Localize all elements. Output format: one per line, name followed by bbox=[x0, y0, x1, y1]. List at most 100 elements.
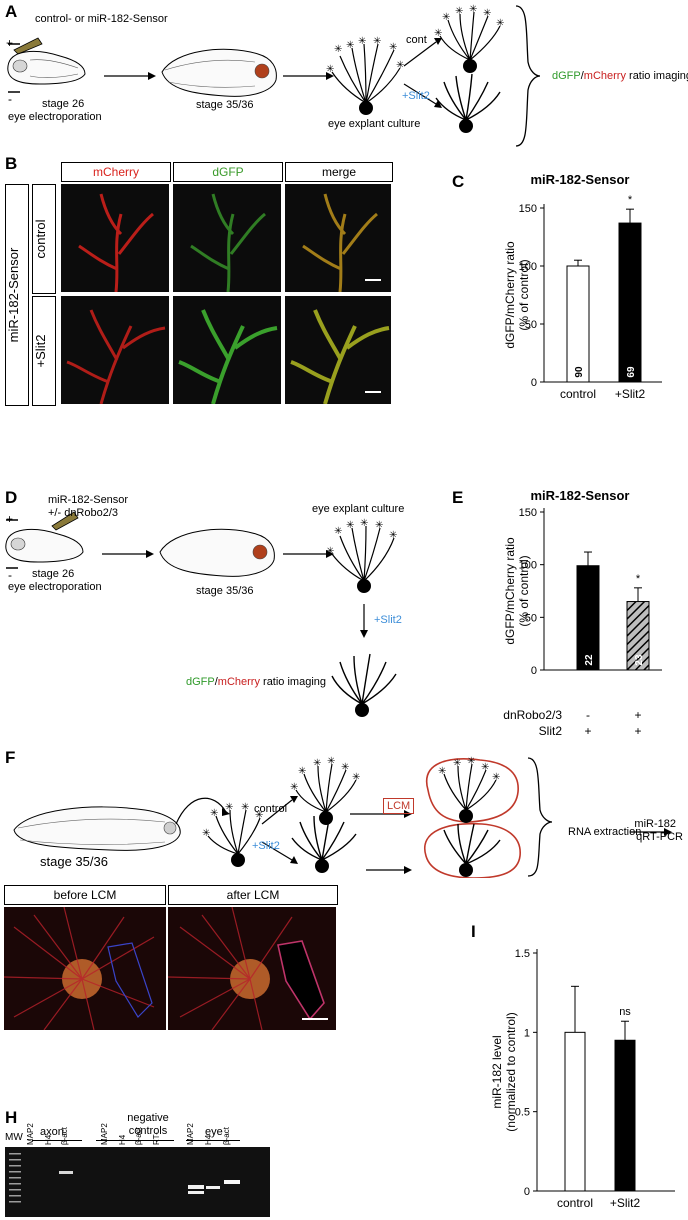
f-rna-label: RNA extraction bbox=[568, 826, 642, 838]
svg-text:✳: ✳ bbox=[483, 8, 491, 19]
ratio-imaging-label: dGFP/mCherry ratio imaging bbox=[552, 70, 688, 82]
panel-label-f: F bbox=[5, 748, 16, 767]
explant-label: eye explant culture bbox=[328, 118, 421, 130]
micrograph-mcherry-control bbox=[61, 184, 169, 292]
panel-label-e: E bbox=[452, 488, 464, 507]
h-group-axon: axon bbox=[40, 1126, 64, 1138]
svg-text:✳: ✳ bbox=[453, 758, 461, 769]
table-row-dnrobo-val2: + bbox=[634, 708, 642, 722]
construct-label: control- or miR-182-Sensor bbox=[35, 13, 168, 25]
chart-c-significance-label: * bbox=[628, 194, 633, 206]
h-group-axon-line bbox=[32, 1140, 82, 1141]
chart-c-y-tick-label: 50 bbox=[525, 319, 537, 331]
d-construct2-label: +/- dnRobo2/3 bbox=[48, 507, 119, 519]
svg-text:✳: ✳ bbox=[341, 762, 349, 773]
row-label-control: control bbox=[33, 219, 48, 259]
d-mcherry-word: mCherry bbox=[217, 676, 260, 688]
f-control-label: control bbox=[254, 803, 288, 815]
f-lcm-label: LCM bbox=[383, 798, 415, 814]
svg-text:✳: ✳ bbox=[225, 802, 233, 813]
chart-c-y-tick-label: 0 bbox=[531, 377, 537, 389]
mcherry-word: mCherry bbox=[583, 70, 626, 82]
h-lane-label: MAP2 bbox=[26, 1123, 35, 1145]
svg-text:✳: ✳ bbox=[438, 766, 446, 777]
panel-label-a: A bbox=[5, 2, 18, 21]
d-explant-label: eye explant culture bbox=[312, 503, 405, 515]
chart-e-y-tick-label: 150 bbox=[519, 508, 537, 519]
svg-text:✳: ✳ bbox=[346, 520, 354, 531]
slit2-label: +Slit2 bbox=[402, 90, 430, 102]
chart-i-significance-label: ns bbox=[619, 1006, 631, 1018]
chart-i-y-tick-label: 1 bbox=[524, 1027, 530, 1039]
f-slit2-label: +Slit2 bbox=[252, 840, 280, 852]
h-group-eye-line bbox=[186, 1140, 240, 1141]
svg-text:✳: ✳ bbox=[373, 36, 381, 47]
chart-c-n-label: 69 bbox=[626, 366, 637, 378]
chart-c-y-axis-label: (% of control) bbox=[517, 259, 531, 330]
row-box-control: control bbox=[32, 184, 56, 294]
h-lane-label: H4 bbox=[204, 1134, 213, 1145]
chart-c-title: miR-182-Sensor bbox=[530, 172, 630, 187]
plus-label: + bbox=[6, 36, 14, 50]
micrograph-mcherry-slit2 bbox=[61, 296, 169, 404]
chart-e-significance-label: * bbox=[636, 573, 641, 585]
d-ratio-rest: ratio imaging bbox=[259, 676, 327, 688]
control-growth-cones-icon: ✳✳ ✳✳ ✳✳ bbox=[434, 4, 504, 73]
g-before-header: before LCM bbox=[4, 885, 166, 905]
svg-text:✳: ✳ bbox=[360, 518, 368, 529]
svg-text:✳: ✳ bbox=[334, 526, 342, 537]
d-minus-label: - bbox=[8, 568, 12, 582]
f-stage-label: stage 35/36 bbox=[40, 854, 108, 869]
chart-e-title: miR-182-Sensor bbox=[530, 488, 630, 503]
panel-label-i: I bbox=[471, 922, 476, 941]
stage26-embryo-d-icon bbox=[5, 528, 84, 563]
chart-c-category-label: control bbox=[560, 387, 596, 401]
row-side-box: miR-182-Sensor bbox=[5, 184, 29, 406]
d-slit2-label: +Slit2 bbox=[374, 614, 402, 626]
chart-e-y-tick-label: 100 bbox=[519, 560, 537, 572]
panel-d-schematic: ✳✳ ✳✳ ✳✳ bbox=[5, 511, 397, 717]
chart-i-category-label: control bbox=[557, 1196, 593, 1210]
h-lane-label: β-act bbox=[60, 1127, 69, 1145]
svg-text:✳: ✳ bbox=[469, 4, 477, 15]
h-group-eye: eye bbox=[205, 1126, 223, 1138]
d-stage35-label: stage 35/36 bbox=[196, 585, 254, 597]
svg-text:✳: ✳ bbox=[455, 6, 463, 17]
svg-text:✳: ✳ bbox=[290, 782, 298, 793]
eye-explant-f-icon: ✳✳ ✳✳ ✳ bbox=[202, 802, 263, 867]
slit2-collapsed-cones-icon bbox=[435, 73, 501, 133]
svg-text:✳: ✳ bbox=[492, 772, 500, 783]
svg-text:✳: ✳ bbox=[202, 828, 210, 839]
chart-e-n-label: 23 bbox=[634, 654, 645, 666]
svg-text:✳: ✳ bbox=[396, 60, 404, 71]
h-mw-label: MW bbox=[5, 1132, 23, 1143]
panel-f-schematic: ✳✳ ✳✳ ✳ ✳✳ ✳✳ ✳✳ ✳✳ ✳✳ ✳ bbox=[13, 756, 672, 878]
d-construct-label: miR-182-Sensor bbox=[48, 494, 129, 506]
svg-text:✳: ✳ bbox=[375, 520, 383, 531]
slit2-cones-f-icon bbox=[291, 813, 357, 873]
chart-i-y-tick-label: 1.5 bbox=[515, 948, 530, 960]
h-lane-label: β-act bbox=[222, 1127, 231, 1145]
svg-text:✳: ✳ bbox=[313, 758, 321, 769]
h-group-negative: negative controls bbox=[127, 1112, 169, 1137]
row-box-slit2: +Slit2 bbox=[32, 296, 56, 406]
cont-label: cont bbox=[406, 34, 427, 46]
f-mir-label: miR-182 bbox=[634, 818, 676, 830]
h-lane-label: MAP2 bbox=[186, 1123, 195, 1145]
stage35-tadpole-d-icon bbox=[159, 528, 275, 577]
chart-c-y-axis-label: dGFP/mCherry ratio bbox=[503, 241, 517, 349]
svg-text:✳: ✳ bbox=[241, 802, 249, 813]
panel-label-b: B bbox=[5, 154, 18, 173]
micrograph-dgfp-slit2 bbox=[173, 296, 281, 404]
svg-text:✳: ✳ bbox=[467, 756, 475, 767]
svg-text:✳: ✳ bbox=[496, 18, 504, 29]
eye-explant-d-icon: ✳✳ ✳✳ ✳✳ bbox=[326, 518, 397, 593]
stage26-embryo-icon bbox=[7, 50, 86, 85]
chart-i-category-label: +Slit2 bbox=[610, 1196, 641, 1210]
micrograph-merge-control bbox=[285, 184, 391, 292]
svg-text:✳: ✳ bbox=[298, 766, 306, 777]
chart-c-bar bbox=[566, 265, 590, 383]
panel-a-schematic: ✳✳ ✳✳ ✳✳ ✳ ✳✳ ✳✳ ✳✳ bbox=[7, 4, 541, 147]
